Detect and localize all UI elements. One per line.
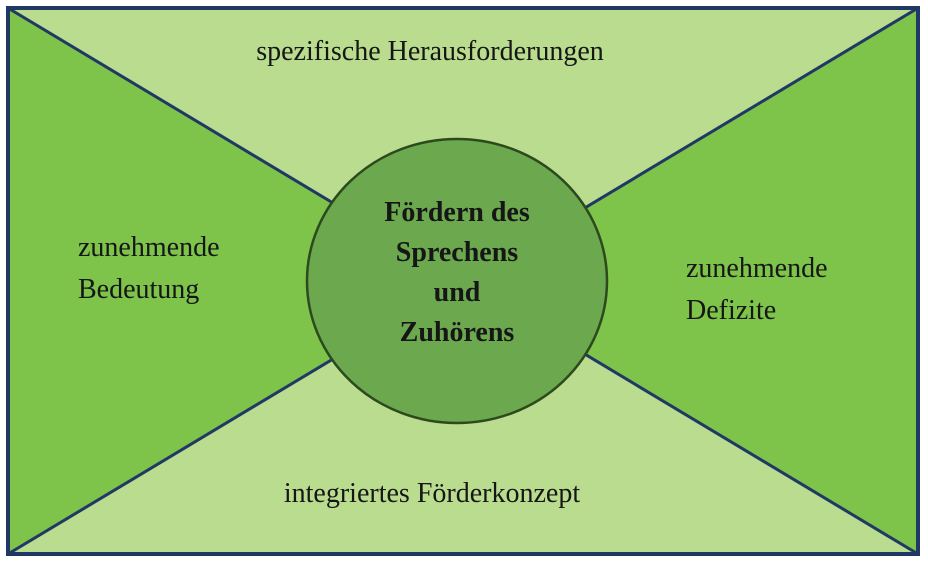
top-label: spezifische Herausforderungen <box>256 36 604 67</box>
center-circle <box>307 139 607 423</box>
center-circle-outline <box>305 137 609 425</box>
center-label-line1: Fördern des <box>384 197 530 228</box>
left-label-line1: zunehmende <box>78 232 220 263</box>
center-label-line3: und <box>434 277 481 308</box>
outer-border <box>6 6 920 556</box>
center-label-line2: Sprechens <box>396 237 518 268</box>
bottom-label: integriertes Förderkonzept <box>284 478 580 509</box>
right-triangle <box>463 8 918 554</box>
right-label-line2: Defizite <box>686 295 776 326</box>
left-triangle <box>8 8 463 554</box>
left-label-line2: Bedeutung <box>78 274 199 305</box>
right-label-line1: zunehmende <box>686 253 828 284</box>
center-label-line4: Zuhörens <box>400 317 515 348</box>
